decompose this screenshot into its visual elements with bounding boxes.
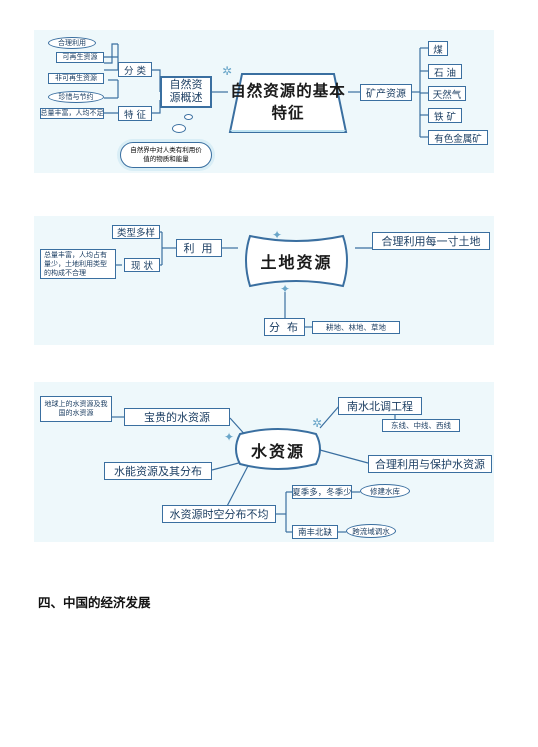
rational-land-label: 合理利用每一寸土地 [381,236,481,248]
status-desc-label: 总量丰富，人均占有量少，土地利用类型的构成不合理 [44,251,107,277]
cherish-save-label: 珍惜与节约 [58,92,94,101]
use-label: 利 用 [183,243,215,255]
rational-water-label: 合理利用与保护水资源 [375,459,485,471]
trapezoid-shape [228,73,348,133]
center-title-land: 土地资源 [260,253,333,272]
use-box: 利 用 [176,239,222,257]
routes-label: 东线、中线、西线 [391,421,451,430]
snowflake-icon: ✲ [222,64,233,78]
mineral-oil-label: 石 油 [433,67,457,79]
definition-label: 自然界中对人类有利用价值的物质和能量 [130,146,202,163]
rational-land-box: 合理利用每一寸土地 [372,232,490,250]
mineral-gas-box: 天然气 [428,86,466,101]
overview-box: 自然资源概述 [160,76,212,108]
south-north-box: 南丰北缺 [292,525,338,539]
center-title-water: 水资源 [250,442,305,461]
mineral-iron-box: 铁 矿 [428,108,462,123]
south-north-label: 南丰北缺 [297,528,332,538]
rational-use-oval: 合理利用 [48,37,96,49]
feature-desc-box: 总量丰富，人均不足 [40,108,104,119]
mineral-iron-label: 铁 矿 [433,111,457,123]
precious-label: 宝贵的水资源 [144,412,210,424]
mineral-label: 矿产资源 [366,89,406,100]
uneven-box: 水资源时空分布不均 [162,505,276,523]
dist-desc-label: 耕地、林地、草地 [326,323,386,332]
rational-water-box: 合理利用与保护水资源 [368,455,492,473]
nonrenewable-box: 非可再生资源 [48,73,104,84]
transfer-box: 南水北调工程 [338,397,422,415]
center-land-resources: 土地资源 ✦ ✦ [238,228,355,296]
snowflake-icon: ✦ [280,282,291,296]
renewable-label: 可再生资源 [62,53,98,61]
nonrenewable-label: 非可再生资源 [55,74,97,82]
mineral-gas-label: 天然气 [432,89,462,101]
precious-desc-label: 地球上的水资源及我国的水资源 [44,400,108,417]
definition-cloud: 自然界中对人类有利用价值的物质和能量 [120,142,212,168]
cherish-save-oval: 珍惜与节约 [48,91,104,103]
transfer-label: 南水北调工程 [347,401,413,413]
inter-basin-oval: 跨流域调水 [346,524,396,538]
reservoir-oval: 修建水库 [360,484,410,498]
summer-label: 夏季多，冬季少 [292,488,352,498]
mineral-box: 矿产资源 [360,84,412,101]
dist-desc-box: 耕地、林地、草地 [312,321,400,334]
renewable-box: 可再生资源 [56,52,104,63]
summer-box: 夏季多，冬季少 [292,485,352,499]
center-water-resources: 水资源 ✦ ✲ [224,416,324,474]
land-center-shape [245,234,348,288]
classify-label: 分 类 [123,65,147,77]
section-heading: 四、中国的经济发展 [38,596,151,610]
reservoir-label: 修建水库 [370,486,400,496]
center-trapezoid-natural-resources: 自然资源的基本特征 ✲ [222,64,348,134]
feature-box: 特 征 [118,106,152,121]
status-label: 现 状 [130,261,154,272]
thought-bubble-large [172,124,186,133]
inter-basin-label: 跨流域调水 [352,526,390,536]
snowflake-icon: ✦ [272,228,283,242]
types-varied-box: 类型多样 [112,225,160,239]
classify-box: 分 类 [118,62,152,77]
water-center-shape [235,428,321,470]
feature-label: 特 征 [123,109,147,121]
mineral-nonferrous-label: 有色金属矿 [434,133,482,145]
status-box: 现 状 [124,258,160,272]
status-desc-box: 总量丰富，人均占有量少，土地利用类型的构成不合理 [40,249,116,279]
snowflake-icon: ✲ [312,416,323,430]
mineral-coal-label: 煤 [433,44,443,56]
snowflake-icon: ✦ [224,430,235,444]
hydro-label: 水能资源及其分布 [114,466,202,478]
distribution-box: 分 布 [264,318,305,336]
rational-use-label: 合理利用 [58,38,86,47]
precious-box: 宝贵的水资源 [124,408,230,426]
mineral-coal-box: 煤 [428,41,448,56]
hydro-box: 水能资源及其分布 [104,462,212,480]
feature-desc-label: 总量丰富，人均不足 [40,109,104,117]
precious-desc-box: 地球上的水资源及我国的水资源 [40,396,112,422]
distribution-label: 分 布 [268,322,301,334]
routes-box: 东线、中线、西线 [382,419,460,432]
thought-bubble-small [184,114,193,120]
overview-label: 自然资源概述 [169,79,203,104]
types-varied-label: 类型多样 [116,228,155,239]
center-title-natural: 自然资源的基本特征 [230,81,346,122]
uneven-label: 水资源时空分布不均 [169,509,269,521]
mineral-oil-box: 石 油 [428,64,462,79]
mineral-nonferrous-box: 有色金属矿 [428,130,488,145]
